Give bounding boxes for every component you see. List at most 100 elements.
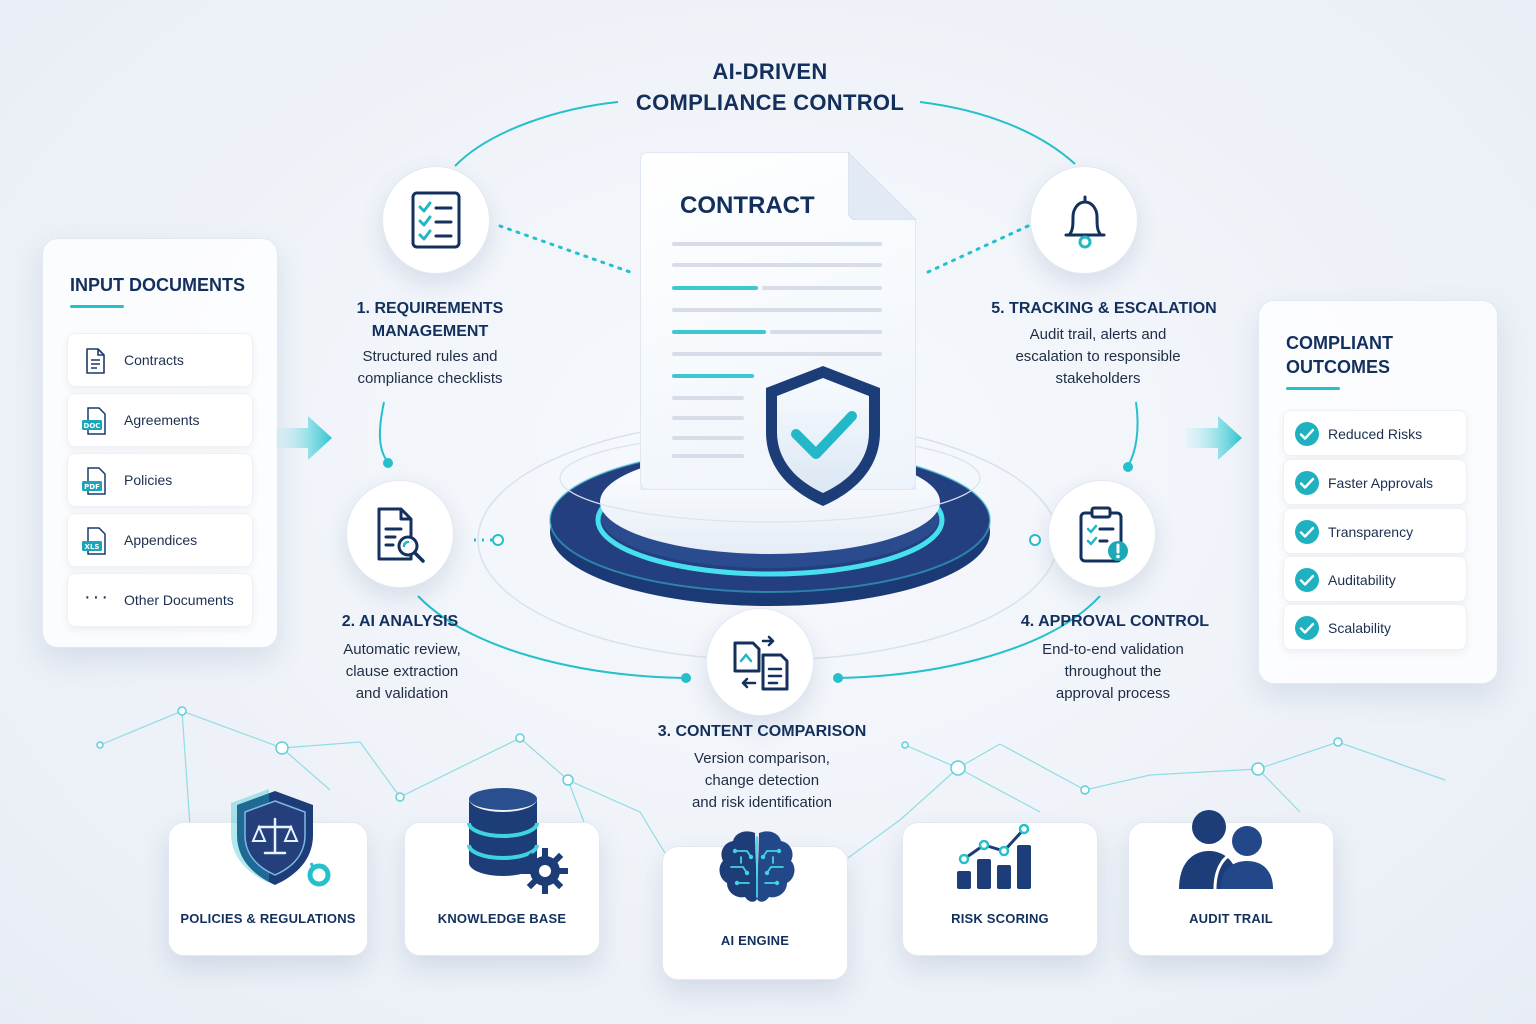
output-flow-arrow-icon [1186, 416, 1242, 460]
step-1-desc-line-1: Structured rules and [362, 348, 498, 365]
check-circle-icon [1295, 616, 1319, 640]
node-dot [681, 673, 691, 683]
foundation-card-policies-regulations[interactable]: POLICIES & REGULATIONS [168, 789, 368, 956]
input-item-contracts[interactable]: Contracts [67, 333, 253, 387]
xls-badge: XLS [85, 543, 100, 551]
outcomes-title: COMPLIANT OUTCOMES [1286, 331, 1393, 379]
outcome-label: Auditability [1328, 572, 1396, 588]
page-fold [848, 152, 916, 220]
input-item-agreements[interactable]: DOC Agreements [67, 393, 253, 447]
doc-file-icon: DOC [82, 407, 106, 435]
title-arc-right [919, 101, 1076, 165]
step-5-tracking-circle[interactable] [1030, 166, 1138, 274]
step-1-desc-line-2: compliance checklists [357, 370, 503, 387]
check-circle-icon [1295, 422, 1319, 446]
dotted-link-left [498, 224, 632, 274]
bell-icon [1064, 195, 1106, 249]
more-icon: ··· [84, 586, 110, 608]
input-item-label: Agreements [124, 412, 200, 428]
users-icon [1179, 810, 1273, 890]
checklist-icon [411, 191, 461, 249]
outcomes-title-line-2: OUTCOMES [1286, 357, 1391, 377]
step-4-description: End-to-end validation throughout the app… [990, 639, 1236, 705]
outcome-label: Scalability [1328, 620, 1392, 636]
arc-step2-step3 [417, 595, 685, 679]
step-3-title: 3. CONTENT COMPARISON [657, 723, 867, 740]
link-step1-step2 [378, 401, 389, 463]
step-3-content-comparison-circle[interactable] [706, 608, 814, 716]
step-2-desc-line-3: and validation [355, 685, 449, 702]
step-1-description: Structured rules and compliance checklis… [300, 346, 560, 390]
foundation-label: AI ENGINE [720, 933, 790, 948]
step-4-title: 4. APPROVAL CONTROL [1020, 613, 1210, 630]
outcome-auditability: Auditability [1283, 556, 1467, 602]
pdf-file-icon: PDF [82, 467, 106, 495]
compare-documents-icon [733, 635, 789, 691]
step-5-desc-line-1: Audit trail, alerts and [1029, 326, 1167, 343]
input-item-other-documents[interactable]: ··· Other Documents [67, 573, 253, 627]
input-item-label: Appendices [124, 532, 198, 548]
step-4-approval-circle[interactable] [1048, 480, 1156, 588]
outcome-faster-approvals: Faster Approvals [1283, 459, 1467, 505]
xls-file-icon: XLS [82, 527, 106, 555]
step-2-desc-line-2: clause extraction [345, 663, 459, 680]
node-dot [833, 673, 843, 683]
arc-step4-step3 [837, 595, 1101, 679]
foundation-label: KNOWLEDGE BASE [437, 911, 567, 926]
node-dot [383, 458, 393, 468]
check-circle-icon [1295, 520, 1319, 544]
outcome-label: Reduced Risks [1328, 426, 1423, 442]
dotted-link-right [926, 224, 1030, 274]
outcomes-title-line-1: COMPLIANT [1286, 333, 1393, 353]
title-line-1: AI-DRIVEN [712, 59, 828, 84]
database-gear-icon [467, 788, 568, 894]
contract-title: CONTRACT [680, 192, 815, 219]
step-1-requirements-circle[interactable] [382, 166, 490, 274]
step-1-title-line-1: 1. REQUIREMENTS [356, 300, 504, 317]
node-ring [492, 534, 504, 546]
node-dot [1123, 462, 1133, 472]
step-4-desc-line-3: approval process [1055, 685, 1171, 702]
input-item-policies[interactable]: PDF Policies [67, 453, 253, 507]
title-arc-left [454, 101, 619, 167]
contract-text-lines [672, 242, 882, 458]
outcome-transparency: Transparency [1283, 508, 1467, 554]
clipboard-alert-icon [1079, 506, 1128, 563]
link-step5-step4 [1127, 401, 1139, 467]
title-underline [1286, 387, 1340, 390]
input-item-label: Policies [124, 472, 173, 488]
step-3-desc-line-1: Version comparison, [694, 750, 830, 767]
step-1-title: 1. REQUIREMENTS MANAGEMENT [300, 297, 560, 343]
step-5-description: Audit trail, alerts and escalation to re… [964, 324, 1232, 390]
input-item-appendices[interactable]: XLS Appendices [67, 513, 253, 567]
title-line-2: COMPLIANCE CONTROL [635, 90, 905, 115]
step-3-description: Version comparison, change detection and… [630, 748, 894, 814]
input-documents-title: INPUT DOCUMENTS [70, 275, 245, 295]
foundation-card-ai-engine[interactable]: AI ENGINE [662, 831, 848, 980]
brain-icon [719, 831, 795, 902]
scales-shield-icon [231, 789, 331, 887]
step-5-desc-line-3: stakeholders [1055, 370, 1141, 387]
step-4-desc-line-1: End-to-end validation [1042, 641, 1184, 658]
input-item-label: Contracts [124, 352, 184, 368]
shield-check-icon [766, 366, 880, 506]
outcome-label: Faster Approvals [1328, 475, 1434, 491]
foundation-label: AUDIT TRAIL [1189, 911, 1273, 926]
step-4-desc-line-2: throughout the [1064, 663, 1162, 680]
document-search-icon [377, 507, 425, 563]
check-circle-icon [1295, 471, 1319, 495]
step-1-title-line-2: MANAGEMENT [371, 323, 489, 340]
foundation-card-risk-scoring[interactable]: RISK SCORING [902, 822, 1098, 956]
foundation-label: POLICIES & REGULATIONS [180, 911, 356, 926]
node-ring [1029, 534, 1041, 546]
foundation-card-audit-trail[interactable]: AUDIT TRAIL [1128, 810, 1334, 956]
step-2-description: Automatic review, clause extraction and … [290, 639, 514, 705]
step-3-desc-line-3: and risk identification [691, 794, 833, 811]
network-nodes [96, 706, 1343, 802]
step-2-ai-analysis-circle[interactable] [346, 480, 454, 588]
bar-chart-trend-icon [957, 823, 1031, 889]
pdf-badge: PDF [84, 483, 100, 491]
foundation-card-knowledge-base[interactable]: KNOWLEDGE BASE [404, 788, 600, 956]
title-underline [70, 305, 124, 308]
step-2-title: 2. AI ANALYSIS [341, 613, 459, 630]
